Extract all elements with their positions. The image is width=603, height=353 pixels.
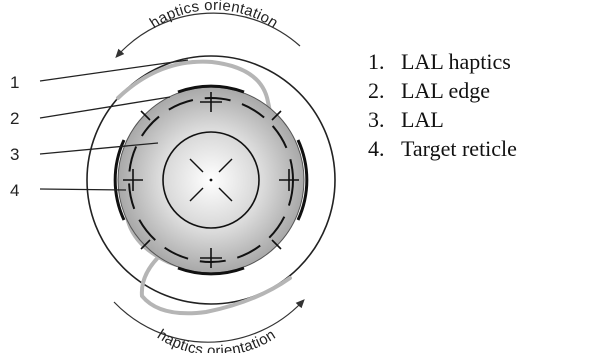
- legend-number: 2.: [368, 78, 385, 103]
- reticle-center-dot: [209, 178, 213, 182]
- callout-2: 2: [10, 109, 19, 128]
- target-reticle-ticks: [123, 92, 299, 268]
- lal-edge-arc-bottom: [177, 266, 245, 276]
- arc-label-bottom: haptics orientation: [154, 326, 279, 353]
- callout-4: 4: [10, 181, 19, 200]
- legend-text: LAL edge: [401, 78, 490, 103]
- arc-label-top: haptics orientation: [147, 0, 281, 32]
- lal-edge-arc-right: [296, 139, 309, 221]
- lal-haptics-lower: [139, 248, 292, 316]
- callout-1: 1: [10, 73, 19, 92]
- legend-item: 4. Target reticle: [368, 134, 517, 163]
- lal-edge-arc-left: [113, 139, 126, 221]
- callout-leaders: [39, 59, 189, 191]
- legend-number: 3.: [368, 107, 385, 132]
- legend-item: 2. LAL edge: [368, 76, 517, 105]
- legend-number: 4.: [368, 136, 385, 161]
- legend-text: LAL haptics: [401, 49, 511, 74]
- legend-number: 1.: [368, 49, 385, 74]
- legend-text: LAL: [401, 107, 444, 132]
- legend-item: 1. LAL haptics: [368, 47, 517, 76]
- haptics-orientation-arrow-top: [115, 12, 301, 58]
- legend-item: 3. LAL: [368, 105, 517, 134]
- legend-text: Target reticle: [401, 136, 517, 161]
- haptics-orientation-arrow-bottom: [113, 299, 305, 343]
- callout-3: 3: [10, 145, 19, 164]
- lal-edge-arc-top: [177, 84, 245, 94]
- target-reticle-cross: [189, 158, 233, 202]
- legend: 1. LAL haptics 2. LAL edge 3. LAL 4. Target …: [368, 47, 517, 163]
